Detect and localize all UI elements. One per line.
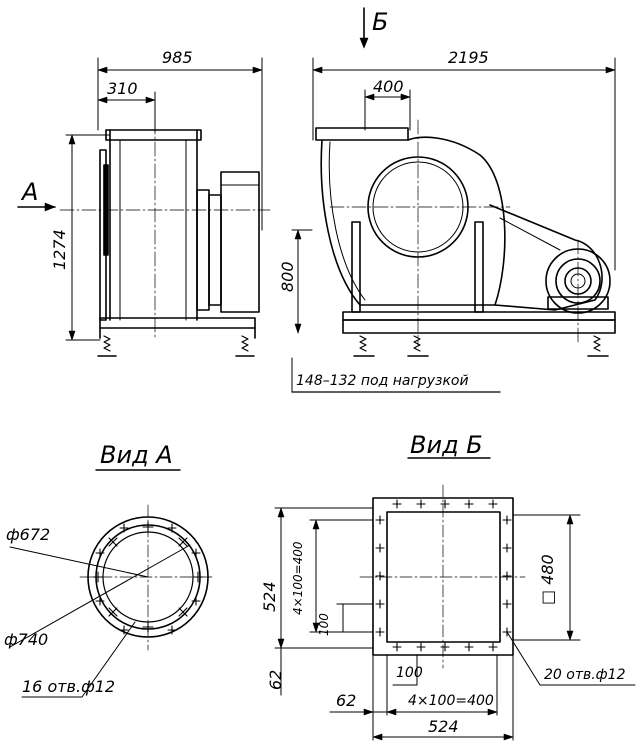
view-b-dim-100-horiz: 100: [396, 665, 423, 681]
dim-2195: 2195: [448, 48, 489, 67]
view-b-holes: 20 отв.ф12: [544, 667, 626, 683]
view-a-holes: 16 отв.ф12: [22, 677, 116, 696]
view-a-dia-672: ф672: [6, 525, 51, 544]
view-b-square-480: □ 480: [538, 554, 557, 605]
view-b: [274, 457, 636, 741]
view-b-dim-4x100-horiz: 4×100=400: [408, 693, 494, 709]
arrow-a-label: А: [22, 178, 39, 206]
front-view: [291, 7, 616, 393]
dim-400: 400: [373, 77, 404, 96]
view-b-dim-524-horiz: 524: [428, 717, 459, 736]
dim-310: 310: [107, 79, 138, 98]
view-a-dia-740: ф740: [4, 630, 49, 649]
view-a-title: Вид А: [100, 441, 173, 469]
dim-985: 985: [162, 48, 193, 67]
view-a: [9, 469, 216, 698]
view-b-dim-100-vert: 100: [317, 613, 331, 636]
spring-load-note: 148–132 под нагрузкой: [296, 373, 469, 389]
arrow-b-label: Б: [372, 8, 389, 36]
view-b-dim-62-vert: 62: [266, 669, 285, 690]
view-b-dim-4x100-vert: 4×100=400: [291, 541, 305, 615]
dim-800: 800: [278, 261, 297, 292]
view-b-dim-524-vert: 524: [260, 581, 279, 612]
view-b-title: Вид Б: [410, 431, 483, 459]
dim-1274: 1274: [50, 229, 69, 270]
side-view: [17, 57, 271, 357]
view-b-dim-62-horiz: 62: [336, 691, 357, 710]
